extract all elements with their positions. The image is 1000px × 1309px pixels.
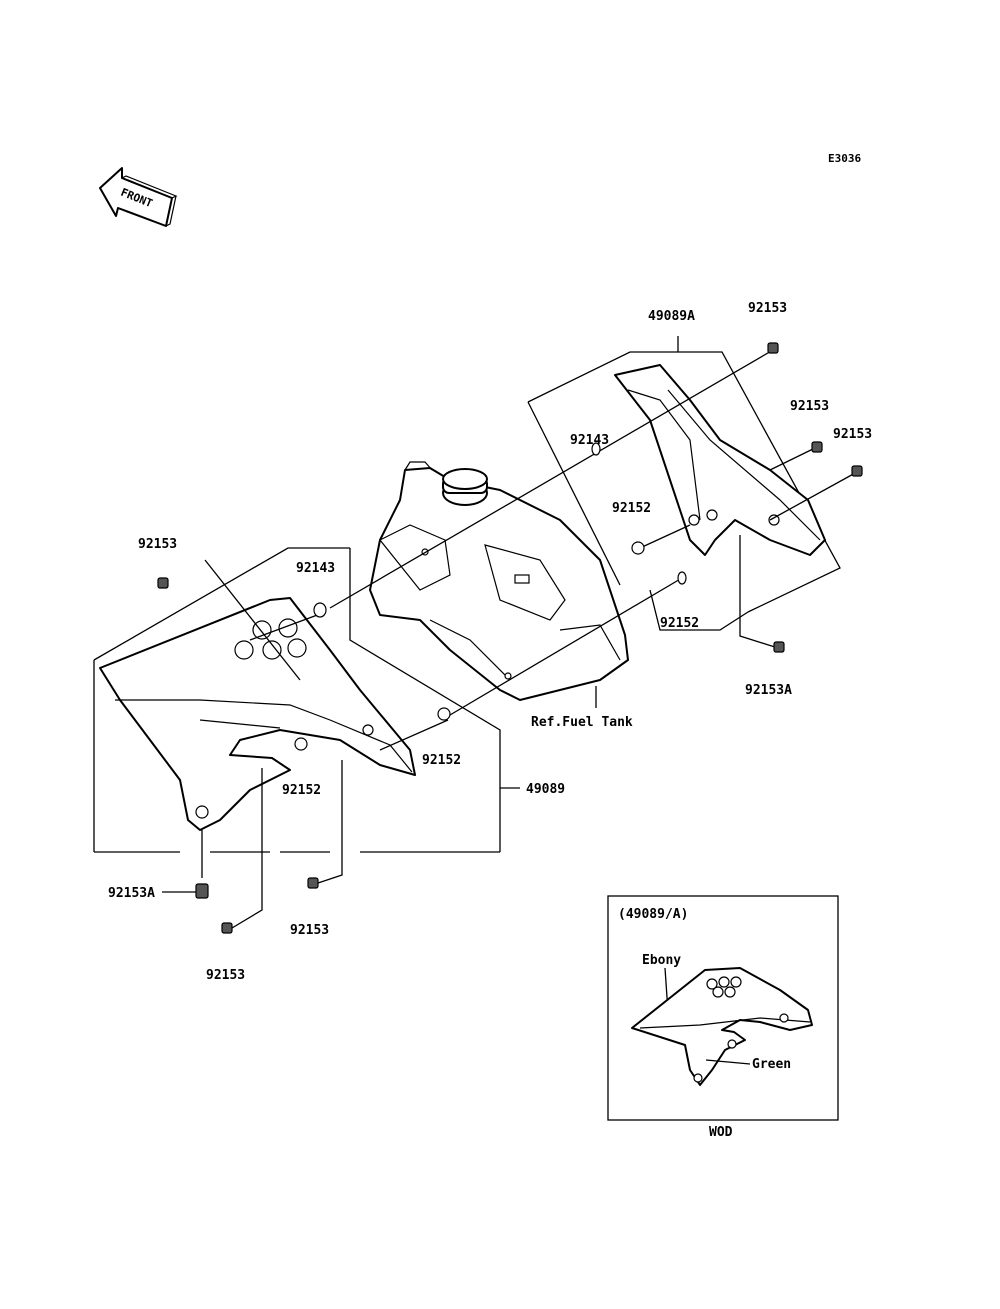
inset-color-top: Ebony	[642, 953, 681, 968]
right-shroud	[614, 364, 826, 556]
bolt-icon	[767, 342, 779, 354]
inset-title: (49089/A)	[618, 907, 688, 922]
bolt-icon	[195, 883, 209, 899]
label-92153-right1: 92153	[790, 399, 829, 414]
bolt-icon	[811, 441, 823, 453]
label-92143-left: 92143	[296, 561, 335, 576]
label-49089: 49089	[526, 782, 565, 797]
label-92152-right1: 92152	[612, 501, 651, 516]
inset-shroud	[631, 967, 813, 1086]
bolt-icon	[157, 577, 169, 589]
label-49089A: 49089A	[648, 309, 695, 324]
label-92153-top: 92153	[748, 301, 787, 316]
diagram-code: E3036	[828, 152, 861, 165]
grommet-icon	[313, 602, 327, 618]
label-92152-mid: 92152	[422, 753, 461, 768]
inset-panel: (49089/A) Ebony Green	[607, 895, 839, 1121]
label-92153A-left: 92153A	[108, 886, 155, 901]
inset-color-bottom: Green	[752, 1057, 791, 1072]
collar-icon	[294, 737, 308, 751]
ref-fuel-tank-label: Ref.Fuel Tank	[531, 715, 633, 730]
label-92153-bottom1: 92153	[290, 923, 329, 938]
label-92153A-right: 92153A	[745, 683, 792, 698]
collar-icon	[631, 541, 645, 555]
collar-icon	[437, 707, 451, 721]
bracket-49089	[93, 547, 520, 853]
label-92153-left: 92153	[138, 537, 177, 552]
bracket-49089A	[527, 336, 841, 631]
bolt-icon	[851, 465, 863, 477]
label-92152-right2: 92152	[660, 616, 699, 631]
grommet-icon	[591, 442, 601, 456]
collar-icon	[677, 571, 687, 585]
label-92153-bottom2: 92153	[206, 968, 245, 983]
inset-model: WOD	[709, 1125, 733, 1140]
bolt-icon	[307, 877, 319, 889]
bolt-icon	[221, 922, 233, 934]
front-arrow-icon: FRONT	[99, 167, 178, 227]
label-92152-left: 92152	[282, 783, 321, 798]
fuel-tank	[369, 461, 629, 701]
bolt-icon	[773, 641, 785, 653]
label-92143-right: 92143	[570, 433, 609, 448]
leader-lines	[162, 349, 858, 929]
hardware	[157, 342, 863, 934]
left-shroud	[99, 597, 416, 831]
label-92153-right2: 92153	[833, 427, 872, 442]
